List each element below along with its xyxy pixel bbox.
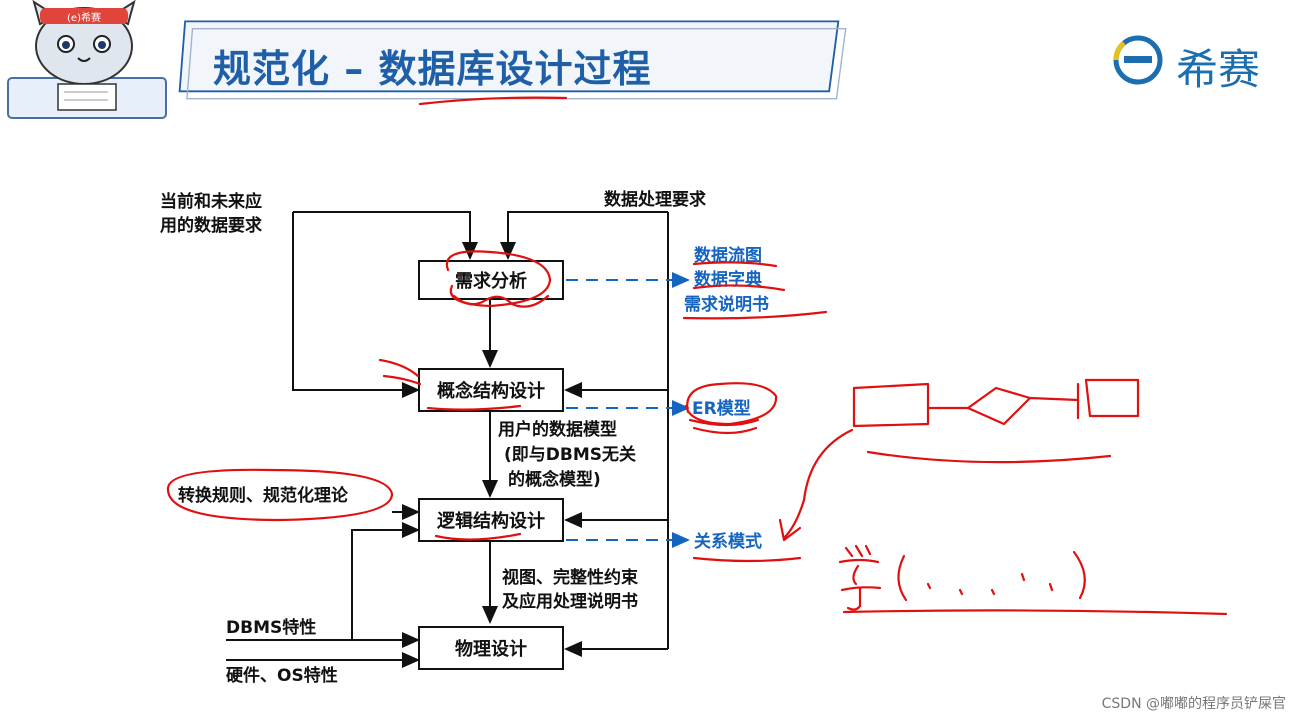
mascot-cat-icon: (e)希赛	[7, 0, 167, 119]
note-user-model-line3: 的概念模型)	[508, 470, 601, 490]
relational-sketch-char	[838, 544, 882, 611]
er-to-relational-arrow	[782, 428, 854, 540]
arrow-processing-to-analysis	[500, 211, 668, 260]
output-requirements-spec: 需求说明书	[684, 295, 769, 315]
logical-underline	[434, 532, 522, 541]
input-hardware-os: 硬件、OS特性	[226, 666, 338, 686]
input-data-requirements-line2: 用的数据要求	[160, 216, 262, 236]
step-physical-design: 物理设计	[418, 626, 564, 670]
er-sketch-entity-left	[852, 382, 930, 428]
relational-underline	[692, 556, 802, 563]
output-analysis-underline-1	[692, 261, 778, 268]
rules-ellipse	[166, 468, 394, 522]
arrow-data-req-to-analysis	[293, 211, 478, 260]
note-transformation-rules: 转换规则、规范化理论	[178, 486, 348, 506]
step-logical-design: 逻辑结构设计	[418, 498, 564, 542]
input-dbms-features: DBMS特性	[226, 618, 317, 638]
note-views-line2: 及应用处理说明书	[502, 592, 638, 612]
svg-text:(e)希赛: (e)希赛	[67, 11, 101, 24]
conceptual-tick	[378, 358, 422, 386]
output-relational-schema: 关系模式	[694, 532, 762, 552]
input-processing-requirements: 数据处理要求	[604, 190, 706, 210]
title-banner	[178, 20, 847, 100]
er-sketch-entity-right	[1084, 378, 1140, 418]
er-circle	[684, 382, 778, 426]
note-user-model-line2: (即与DBMS无关	[504, 445, 636, 465]
arrow-dbms-to-logical	[351, 522, 420, 640]
xisai-logo-icon	[1113, 35, 1163, 85]
watermark: CSDN @嘟嘟的程序员铲屎官	[1101, 696, 1286, 712]
step-conceptual-design: 概念结构设计	[418, 368, 564, 412]
output-er-model: ER模型	[692, 399, 751, 419]
er-sketch-relation-diamond	[966, 386, 1032, 426]
title-underline	[418, 96, 568, 106]
input-data-requirements-line1: 当前和未来应	[160, 192, 262, 212]
output-dataflow-diagram: 数据流图	[694, 246, 762, 266]
note-user-model-line1: 用户的数据模型	[498, 420, 617, 440]
note-views-line1: 视图、完整性约束	[502, 568, 638, 588]
arrow-data-req-to-conceptual	[292, 212, 420, 398]
page-title: 规范化 – 数据库设计过程	[213, 47, 652, 91]
logo-text: 希赛	[1176, 45, 1261, 94]
